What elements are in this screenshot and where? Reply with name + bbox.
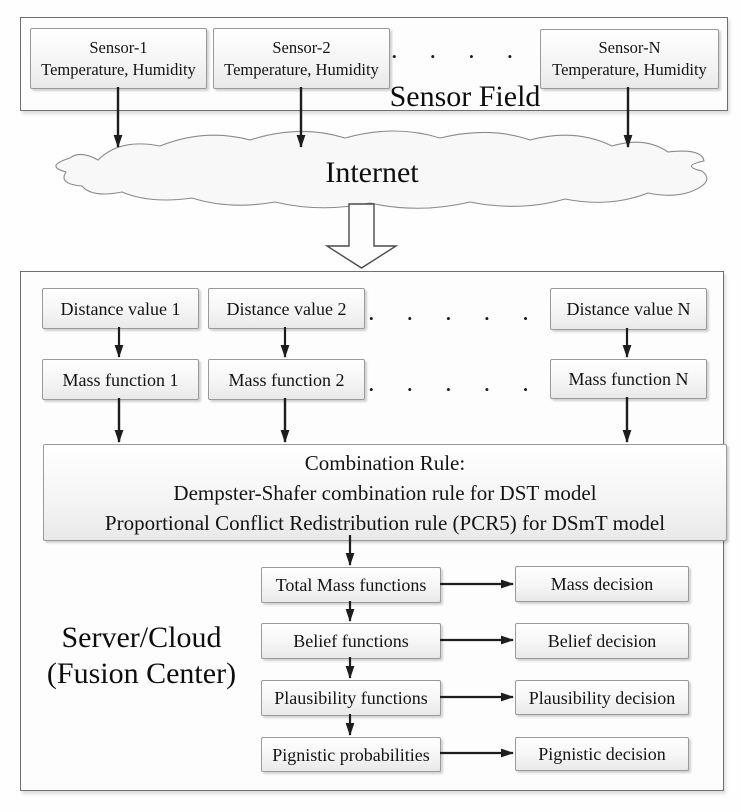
combination-rule-title: Combination Rule: xyxy=(304,450,466,475)
belief-decision-label: Belief decision xyxy=(547,631,657,651)
distance-value-n-box: Distance value N xyxy=(550,288,707,330)
mass-function-2-label: Mass function 2 xyxy=(228,369,345,390)
belief-decision-box: Belief decision xyxy=(515,623,689,659)
internet-download-block-arrow xyxy=(324,203,399,269)
sensor-field-label: Sensor Field xyxy=(389,80,541,113)
distance-value-2-label: Distance value 2 xyxy=(226,298,347,319)
distance-value-1-label: Distance value 1 xyxy=(60,298,181,319)
sensor-1-subtitle: Temperature, Humidity xyxy=(41,59,196,79)
combination-rule-dst: Dempster-Shafer combination rule for DST… xyxy=(173,480,597,505)
sensor-n-title: Sensor-N xyxy=(598,38,661,57)
plausibility-decision-label: Plausibility decision xyxy=(528,687,676,708)
mass-function-2-box: Mass function 2 xyxy=(208,359,365,400)
mass-row-ellipsis: ••••• xyxy=(369,382,562,397)
fusion-center-label-line1: Server/Cloud xyxy=(61,621,222,654)
total-mass-functions-box: Total Mass functions xyxy=(261,567,441,603)
distance-row-ellipsis: ••••• xyxy=(369,311,562,326)
internet-label: Internet xyxy=(325,156,419,189)
mass-function-1-box: Mass function 1 xyxy=(42,359,199,400)
distance-value-2-box: Distance value 2 xyxy=(208,288,365,329)
distance-value-n-label: Distance value N xyxy=(566,299,691,319)
pignistic-probabilities-box: Pignistic probabilities xyxy=(261,737,441,772)
sensor-row-ellipsis: •••• xyxy=(392,49,547,64)
sensor-box-n: Sensor-N Temperature, Humidity xyxy=(540,29,719,89)
plausibility-functions-label: Plausibility functions xyxy=(274,688,428,708)
sensor-1-title: Sensor-1 xyxy=(89,37,148,57)
sensor-2-title: Sensor-2 xyxy=(272,37,331,57)
mass-function-1-label: Mass function 1 xyxy=(62,369,179,390)
fusion-center-label-line2: (Fusion Center) xyxy=(46,657,237,690)
pignistic-probabilities-label: Pignistic probabilities xyxy=(272,744,430,765)
mass-decision-label: Mass decision xyxy=(550,574,654,594)
plausibility-decision-box: Plausibility decision xyxy=(515,680,689,715)
fusion-center-label: Server/Cloud (Fusion Center) xyxy=(29,620,254,692)
belief-functions-box: Belief functions xyxy=(261,623,441,659)
belief-functions-label: Belief functions xyxy=(293,631,409,651)
pignistic-decision-label: Pignistic decision xyxy=(538,744,666,764)
plausibility-functions-box: Plausibility functions xyxy=(261,680,441,716)
combination-rule-box: Combination Rule: Dempster-Shafer combin… xyxy=(43,444,727,541)
pignistic-decision-box: Pignistic decision xyxy=(515,737,689,771)
sensor-2-subtitle: Temperature, Humidity xyxy=(224,59,379,79)
total-mass-functions-label: Total Mass functions xyxy=(275,575,427,595)
sensor-box-1: Sensor-1 Temperature, Humidity xyxy=(30,28,207,89)
combination-rule-dsmt: Proportional Conflict Redistribution rul… xyxy=(104,510,666,535)
sensor-box-2: Sensor-2 Temperature, Humidity xyxy=(213,28,390,89)
sensor-n-subtitle: Temperature, Humidity xyxy=(552,60,707,79)
mass-decision-box: Mass decision xyxy=(515,566,689,602)
mass-function-n-label: Mass function N xyxy=(568,369,689,389)
mass-function-n-box: Mass function N xyxy=(550,359,707,399)
distance-value-1-box: Distance value 1 xyxy=(42,288,199,329)
